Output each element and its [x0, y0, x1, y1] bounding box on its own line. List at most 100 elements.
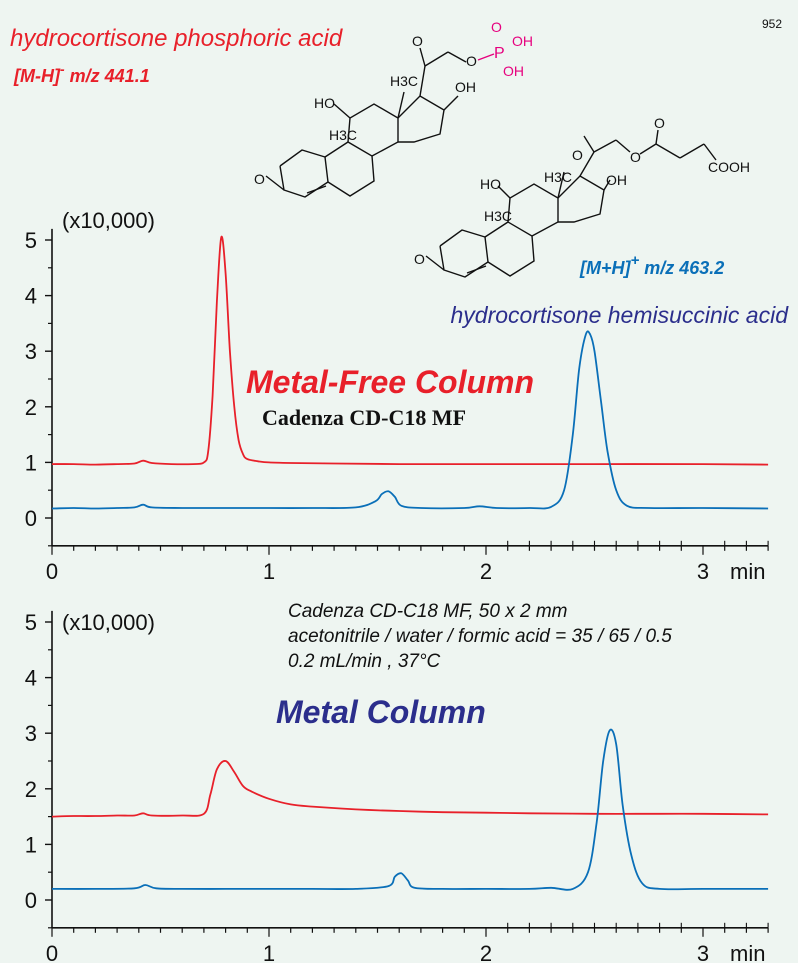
succ-label-o-carbonyl: O — [572, 147, 583, 163]
ketone-bond — [425, 255, 445, 271]
chain-bond-3 — [447, 51, 467, 63]
succinyl-bond-3 — [703, 143, 717, 161]
bottom-multiplier: (x10,000) — [62, 610, 155, 635]
chain-bond-1 — [579, 151, 595, 177]
y-tick-label: 1 — [25, 450, 37, 475]
y-tick-label: 2 — [25, 395, 37, 420]
x-axis-unit: min — [730, 941, 765, 963]
chain-carbonyl — [419, 47, 426, 67]
phosphate-bond — [477, 53, 495, 61]
compound2-ion-a: [M+H] — [579, 258, 631, 278]
chain-carbonyl — [583, 135, 595, 153]
ring-d — [557, 175, 605, 223]
y-tick-label: 3 — [25, 339, 37, 364]
y-tick-label: 4 — [25, 666, 37, 691]
oh-bond-17 — [603, 179, 611, 191]
ring-b — [324, 141, 375, 197]
phos-label-ho: HO — [314, 95, 335, 111]
y-tick-label: 2 — [25, 777, 37, 802]
ring-d — [397, 95, 445, 143]
x-tick-label: 1 — [263, 559, 275, 584]
succ-label-o-ester: O — [630, 149, 641, 165]
oh-bond-11 — [333, 103, 351, 119]
top-multiplier: (x10,000) — [62, 208, 155, 233]
succ-label-cooh: COOH — [708, 159, 750, 175]
succ-label-h3c-1: H3C — [544, 169, 572, 185]
x-tick-label: 2 — [480, 559, 492, 584]
y-tick-label: 0 — [25, 888, 37, 913]
ring-c — [507, 183, 559, 237]
compound1-ion-a: [M-H] — [13, 66, 61, 86]
x-axis-unit: min — [730, 559, 765, 584]
succ-label-oh: OH — [606, 172, 627, 188]
ester-carbonyl — [655, 129, 659, 145]
y-tick-label: 5 — [25, 610, 37, 635]
succ-label-ho: HO — [480, 176, 501, 192]
condition-line-1: Cadenza CD-C18 MF, 50 x 2 mm — [288, 601, 567, 622]
x-tick-label: 3 — [697, 559, 709, 584]
ring-a — [279, 149, 329, 198]
phos-label-oh: OH — [455, 79, 476, 95]
x-tick-label: 0 — [46, 941, 58, 963]
x-tick-label: 1 — [263, 941, 275, 963]
double-bond-a — [466, 265, 487, 274]
succ-label-o-ketone: O — [414, 251, 425, 267]
compound1-name: hydrocortisone phosphoric acid — [10, 25, 343, 52]
chain-bond-3 — [615, 139, 631, 153]
succinyl-bond-2 — [679, 143, 705, 159]
phos-label-o-ester: O — [466, 53, 477, 69]
double-bond-a — [306, 185, 327, 194]
series-line-hemisuccinic-acid — [51, 728, 769, 891]
page-number: 952 — [762, 17, 782, 31]
phosphoric-acid-structure — [265, 47, 495, 198]
series-line-hemisuccinic-acid — [51, 330, 769, 510]
ketone-bond — [265, 175, 285, 191]
top-column-title: Metal-Free Column — [246, 364, 534, 400]
compound1-ion-sup: - — [60, 61, 65, 77]
ring-b — [484, 221, 535, 277]
y-tick-label: 1 — [25, 832, 37, 857]
compound2-name: hydrocortisone hemisuccinic acid — [451, 302, 790, 328]
phos-label-oh-bottom: OH — [503, 63, 524, 79]
series-line-phosphoric-acid — [51, 760, 769, 818]
chain-bond-2 — [424, 51, 449, 67]
y-tick-label: 3 — [25, 721, 37, 746]
phos-label-h3c-2: H3C — [329, 127, 357, 143]
y-tick-label: 4 — [25, 284, 37, 309]
phos-label-h3c-1: H3C — [390, 73, 418, 89]
succ-label-o-top: O — [654, 115, 665, 131]
phos-label-p: P — [494, 45, 505, 62]
phos-label-oh-right: OH — [512, 33, 533, 49]
y-tick-label: 0 — [25, 506, 37, 531]
chain-bond-1 — [419, 65, 426, 97]
chart-metal-free-column: 0 1 2 3 4 5 0 1 2 3 min — [25, 228, 769, 584]
oh-bond-11 — [497, 185, 511, 199]
x-tick-label: 0 — [46, 559, 58, 584]
top-column-product: Cadenza CD-C18 MF — [262, 405, 466, 430]
oh-bond-17 — [443, 95, 459, 111]
succ-label-h3c-2: H3C — [484, 208, 512, 224]
compound2-ion-b: m/z 463.2 — [639, 258, 724, 278]
bottom-column-title: Metal Column — [276, 694, 486, 730]
compound2-ion: [M+H]+ m/z 463.2 — [579, 252, 724, 278]
phos-label-o-top: O — [491, 19, 502, 35]
compound1-ion: [M-H]- m/z 441.1 — [13, 61, 150, 86]
ring-a — [439, 229, 489, 278]
y-tick-label: 5 — [25, 228, 37, 253]
methyl-bond-13 — [557, 171, 565, 199]
chain-bond-2 — [593, 139, 617, 153]
compound2-ion-sup: + — [631, 252, 640, 269]
compound1-ion-b: m/z 441.1 — [65, 66, 150, 86]
condition-line-3: 0.2 mL/min , 37°C — [288, 651, 441, 672]
ring-c — [347, 103, 399, 157]
phos-label-o-ketone: O — [254, 171, 265, 187]
condition-line-2: acetonitrile / water / formic acid = 35 … — [288, 626, 672, 647]
hemisuccinic-acid-structure — [425, 129, 717, 278]
phos-label-o-carbonyl: O — [412, 33, 423, 49]
x-tick-label: 3 — [697, 941, 709, 963]
series-line-phosphoric-acid — [51, 235, 769, 466]
methyl-bond-13 — [397, 91, 405, 119]
